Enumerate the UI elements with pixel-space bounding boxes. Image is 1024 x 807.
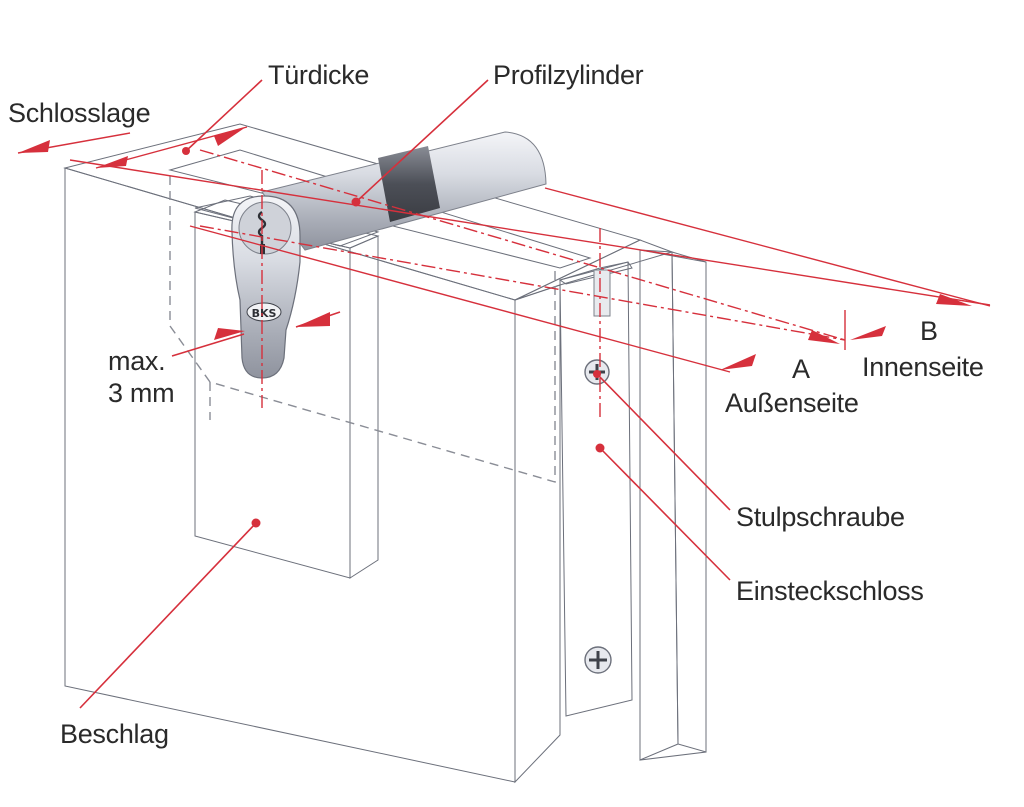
label-tuerdicke: Türdicke bbox=[268, 60, 369, 90]
label-dim-b: B bbox=[920, 316, 938, 346]
label-profilzylinder: Profilzylinder bbox=[493, 60, 644, 90]
brand-mark-text: BKS bbox=[252, 307, 277, 320]
label-max: max. bbox=[108, 346, 165, 376]
label-beschlag: Beschlag bbox=[60, 719, 169, 749]
phillips-screw-icon bbox=[584, 646, 612, 674]
label-aussenseite: Außenseite bbox=[725, 388, 859, 418]
dimension-lines bbox=[17, 126, 991, 420]
lock-faceplate bbox=[558, 261, 633, 717]
leader-lines bbox=[79, 79, 731, 709]
label-einsteckschloss: Einsteckschloss bbox=[736, 576, 924, 606]
labels: Schlosslage Türdicke Profilzylinder max.… bbox=[8, 60, 984, 749]
label-innenseite: Innenseite bbox=[862, 352, 984, 382]
label-dim-a: A bbox=[792, 354, 810, 384]
profile-cylinder: BKS bbox=[231, 131, 547, 379]
label-schlosslage: Schlosslage bbox=[8, 98, 150, 128]
label-3mm: 3 mm bbox=[108, 378, 174, 408]
hidden-edges bbox=[169, 176, 556, 483]
label-stulpschraube: Stulpschraube bbox=[736, 502, 905, 532]
